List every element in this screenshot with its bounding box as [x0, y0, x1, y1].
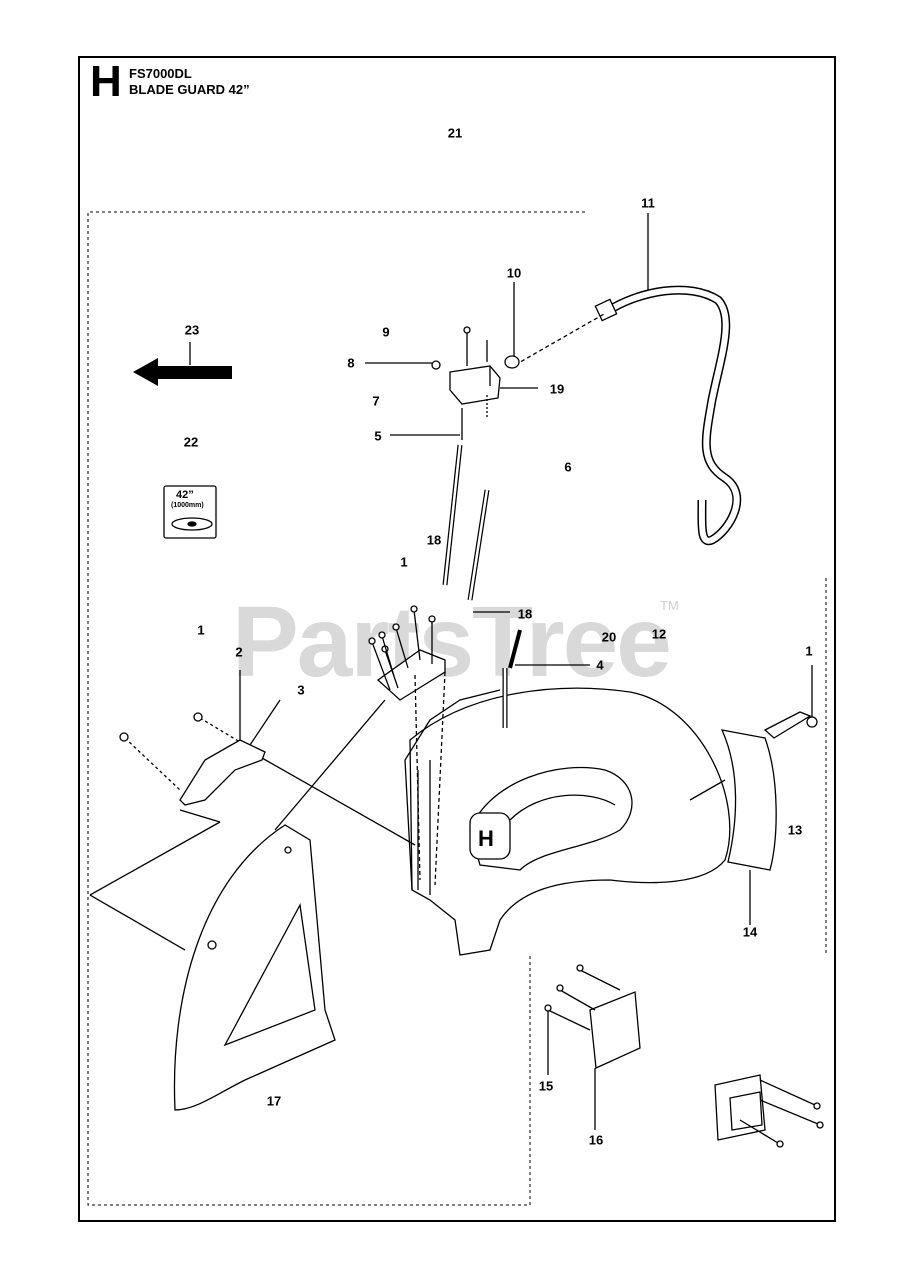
callout-1: 1	[197, 622, 205, 638]
callout-22: 22	[183, 434, 199, 450]
dashed-boundary	[87, 211, 827, 1206]
blade-size-label: 42”	[176, 489, 194, 501]
blade-guard	[409, 687, 731, 956]
diagram-frame	[78, 56, 836, 1222]
section-letter: H	[90, 57, 122, 106]
callout-23: 23	[184, 322, 200, 338]
callout-10: 10	[506, 265, 522, 281]
callout-18: 18	[426, 532, 442, 548]
callout-15: 15	[538, 1078, 554, 1094]
diagram-title: BLADE GUARD 42”	[129, 82, 250, 97]
watermark-trademark: TM	[660, 598, 679, 613]
callout-16: 16	[588, 1132, 604, 1148]
svg-text:H: H	[478, 826, 494, 851]
callout-5: 5	[374, 428, 382, 444]
callout-1: 1	[805, 643, 813, 659]
callout-11: 11	[641, 195, 655, 211]
callout-18: 18	[517, 606, 533, 622]
callout-4: 4	[596, 657, 604, 673]
callout-20: 20	[601, 629, 617, 645]
blade-size-mm-label: (1000mm)	[171, 502, 204, 509]
callout-19: 19	[549, 381, 565, 397]
model-number: FS7000DL	[129, 66, 192, 81]
hose	[603, 285, 742, 546]
callout-3: 3	[297, 682, 305, 698]
callout-7: 7	[372, 393, 380, 409]
callout-1: 1	[400, 554, 408, 570]
callout-2: 2	[235, 644, 243, 660]
callout-14: 14	[742, 924, 758, 940]
callout-8: 8	[347, 355, 355, 371]
callout-12: 12	[651, 626, 667, 642]
callout-17: 17	[266, 1093, 282, 1109]
arrow-left-icon	[133, 342, 232, 386]
outer-cover	[173, 824, 336, 1111]
callout-9: 9	[382, 324, 390, 340]
callout-21: 21	[447, 125, 463, 141]
watermark: PartsTree	[232, 586, 672, 698]
callout-6: 6	[564, 459, 572, 475]
callout-13: 13	[787, 822, 803, 838]
